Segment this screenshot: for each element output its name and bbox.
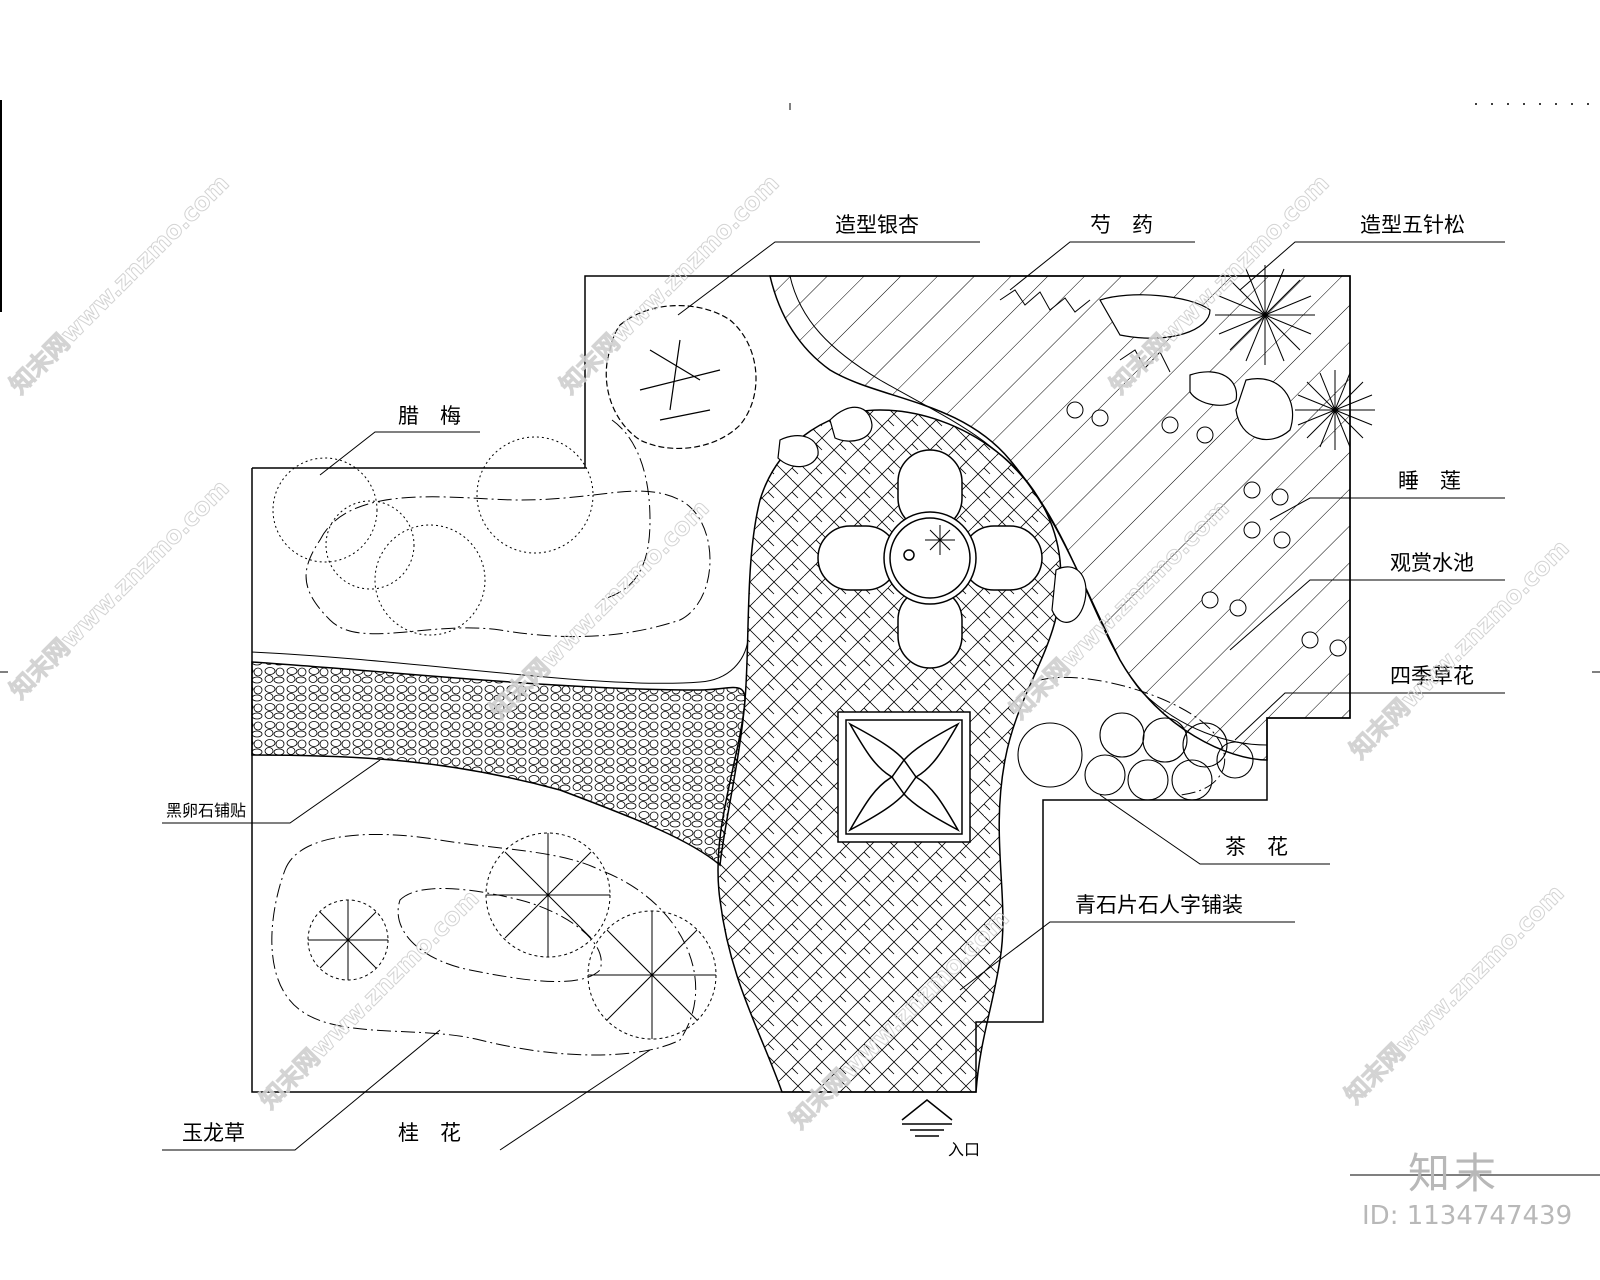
label-ginkgo: 造型银杏	[835, 213, 919, 237]
watermark-text: 知末网www.znzmo.com	[1339, 879, 1569, 1109]
label-waterlily: 睡 莲	[1398, 469, 1461, 493]
ginkgo-tree	[605, 305, 757, 450]
label-entrance: 入口	[948, 1140, 980, 1159]
osmanthus-trees	[307, 832, 717, 1040]
entrance-arrow-icon	[901, 1099, 953, 1137]
camellia-shrubs	[1017, 712, 1254, 801]
fountain	[817, 449, 1043, 669]
pebble-path	[251, 661, 746, 867]
peony-plants	[999, 289, 1171, 373]
watermark-text: 知末网www.znzmo.com	[4, 474, 234, 704]
label-pond: 观赏水池	[1390, 551, 1474, 575]
watermark-text: 知末网www.znzmo.com	[4, 169, 234, 399]
watermark-text: 知末网www.znzmo.com	[554, 169, 784, 399]
label-osmanthus: 桂 花	[398, 1121, 461, 1145]
brand-id: ID: 1134747439	[1362, 1201, 1573, 1231]
label-flowers: 四季草花	[1390, 664, 1474, 688]
rock-boulders	[777, 294, 1294, 623]
label-paving: 青石片石人字铺装	[1075, 893, 1243, 917]
wintersweet-shrubs	[272, 436, 594, 636]
decorative-tile	[837, 711, 971, 843]
top-right-dots	[1475, 103, 1589, 105]
leader-lines	[162, 241, 1600, 1176]
brand-stamp: 知末 ID: 1134747439	[1362, 1140, 1590, 1231]
label-wintersweet: 腊 梅	[398, 404, 461, 428]
pebble-edge	[251, 639, 749, 684]
brand-logo: 知末	[1408, 1149, 1501, 1198]
fountain-spray	[925, 525, 955, 555]
label-pebble: 黑卵石铺贴	[166, 801, 246, 820]
water-lilies	[1066, 401, 1347, 657]
planting-contours	[271, 419, 1226, 1056]
label-pine: 造型五针松	[1360, 213, 1465, 237]
label-grass: 玉龙草	[182, 1121, 245, 1145]
label-camellia: 茶 花	[1225, 835, 1288, 859]
label-peony: 芍 药	[1090, 213, 1153, 237]
pine-trees	[1215, 265, 1375, 450]
